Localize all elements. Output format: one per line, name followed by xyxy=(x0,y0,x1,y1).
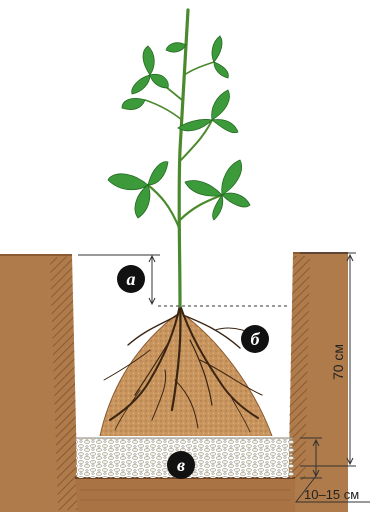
label-badge-b: б xyxy=(241,325,269,353)
left-soil-wall xyxy=(0,255,78,512)
bottom-soil xyxy=(75,478,295,512)
label-badge-a: а xyxy=(117,265,145,293)
label-a-text: а xyxy=(127,269,136,289)
plant-stem xyxy=(145,10,222,306)
label-v-text: в xyxy=(177,455,185,475)
label-b-text: б xyxy=(251,329,261,349)
label-badge-v: в xyxy=(167,451,195,479)
drainage-label: 10–15 см xyxy=(304,487,359,502)
right-soil-wall xyxy=(288,253,348,512)
depth-label: 70 см xyxy=(330,344,346,380)
